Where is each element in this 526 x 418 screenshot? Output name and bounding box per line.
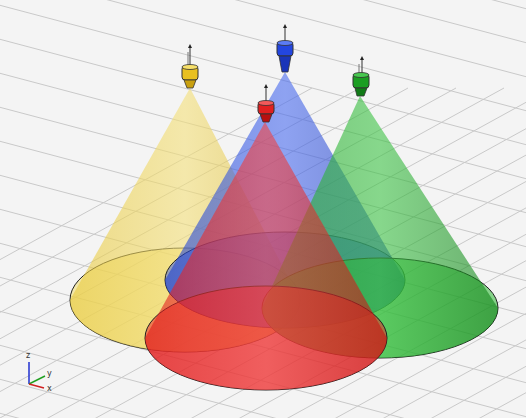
grid-line [0,88,526,418]
grid-line [520,88,526,418]
red-fixture [258,84,274,122]
axis-label: z [26,351,30,360]
grid-line [0,88,526,418]
grid-line [0,0,526,116]
axis-label: x [47,384,52,393]
grid-line [0,408,526,418]
red-light-cone [145,122,387,390]
grid-line [0,88,526,418]
blue-fixture [277,24,293,72]
green-fixture [353,56,369,96]
grid-line [0,88,526,418]
axis-label: y [47,369,52,378]
grid-line [0,88,526,418]
grid-line [0,88,526,418]
axis-triad [29,362,45,388]
yellow-fixture [182,44,198,88]
